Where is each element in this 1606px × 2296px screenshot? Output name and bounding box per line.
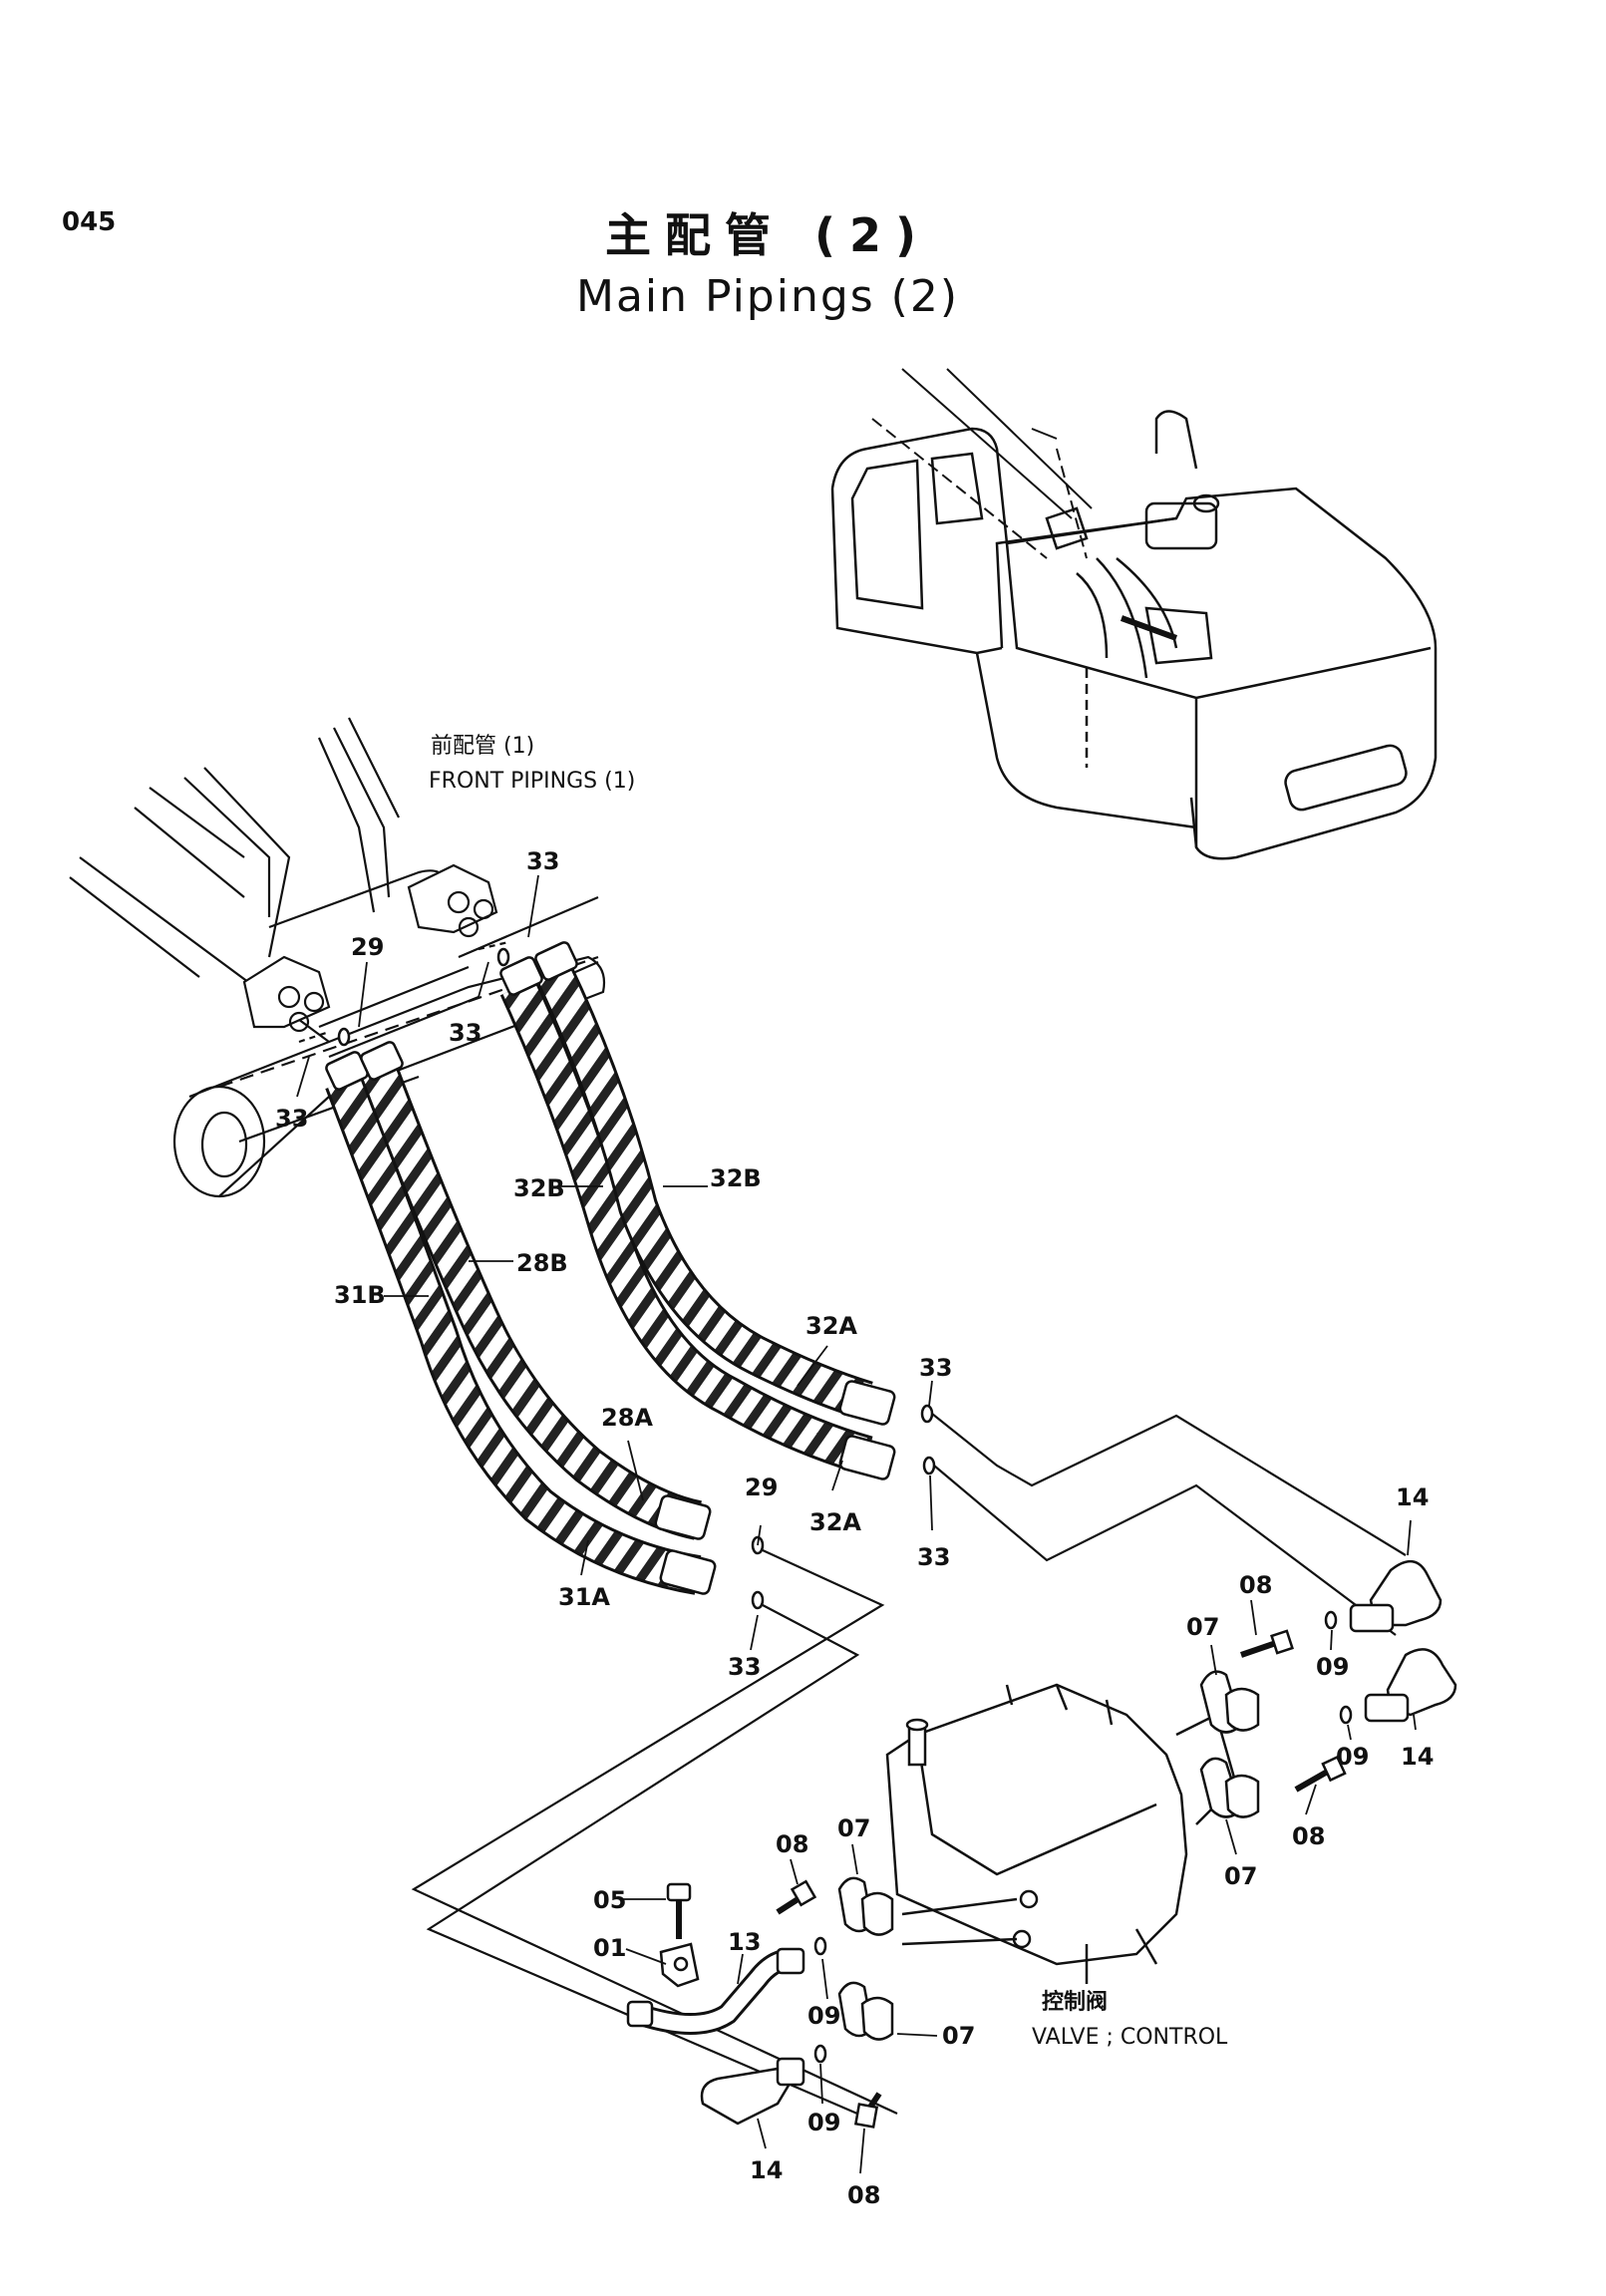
callout-05: 05 <box>593 1886 626 1914</box>
callout-33: 33 <box>919 1354 952 1382</box>
callout-08: 08 <box>1292 1822 1325 1850</box>
callout-33: 33 <box>275 1105 308 1133</box>
callout-28B: 28B <box>516 1249 568 1277</box>
callout-33: 33 <box>728 1653 761 1681</box>
callout-14: 14 <box>1396 1483 1429 1511</box>
callout-32A: 32A <box>805 1312 857 1340</box>
callout-08: 08 <box>847 2181 880 2209</box>
control-valve-note-en: VALVE ; CONTROL <box>1032 2025 1228 2050</box>
page-title-chinese: 主配管 (2) <box>604 208 931 262</box>
callout-labels: 33 33 33 33 33 33 29 29 32B 32B 28B 31B … <box>275 847 1434 2209</box>
callout-31B: 31B <box>334 1281 386 1309</box>
callout-28A: 28A <box>601 1404 653 1432</box>
callout-13: 13 <box>728 1928 761 1956</box>
front-pipings-note-cn: 前配管 (1) <box>431 734 534 759</box>
callout-33: 33 <box>449 1019 482 1047</box>
callout-14: 14 <box>1401 1743 1434 1771</box>
callout-08: 08 <box>776 1830 808 1858</box>
callout-07: 07 <box>837 1814 870 1842</box>
diagram-notes: 前配管 (1) FRONT PIPINGS (1) 控制阀 VALVE ; CO… <box>429 734 1228 2050</box>
callout-09: 09 <box>1316 1653 1349 1681</box>
hose-end-fittings <box>325 941 896 1595</box>
callout-29: 29 <box>745 1474 778 1501</box>
control-valve-illustration <box>885 1683 1238 1984</box>
flanges-bolts-elbows <box>626 1560 1457 2129</box>
callout-07: 07 <box>1186 1613 1219 1641</box>
callout-32B: 32B <box>710 1164 762 1192</box>
callout-07: 07 <box>1224 1862 1257 1890</box>
callout-32A: 32A <box>809 1508 861 1536</box>
callout-01: 01 <box>593 1934 626 1962</box>
callout-33: 33 <box>917 1543 950 1571</box>
leader-lines <box>296 874 1417 2174</box>
callout-14: 14 <box>750 2156 783 2184</box>
page-number: 045 <box>62 207 117 237</box>
callout-09: 09 <box>1336 1743 1369 1771</box>
front-pipings-note-en: FRONT PIPINGS (1) <box>429 769 635 794</box>
callout-08: 08 <box>1239 1571 1272 1599</box>
hoses <box>325 963 873 1595</box>
callout-31A: 31A <box>558 1583 610 1611</box>
callout-33: 33 <box>526 847 559 875</box>
callout-09: 09 <box>807 2002 840 2030</box>
callout-32B: 32B <box>513 1174 565 1202</box>
page-title-english: Main Pipings (2) <box>575 271 960 322</box>
callout-07: 07 <box>942 2022 975 2050</box>
excavator-overview-illustration <box>830 368 1438 860</box>
control-valve-note-cn: 控制阀 <box>1042 1989 1108 2015</box>
callout-09: 09 <box>807 2109 840 2136</box>
callout-29: 29 <box>351 933 384 961</box>
